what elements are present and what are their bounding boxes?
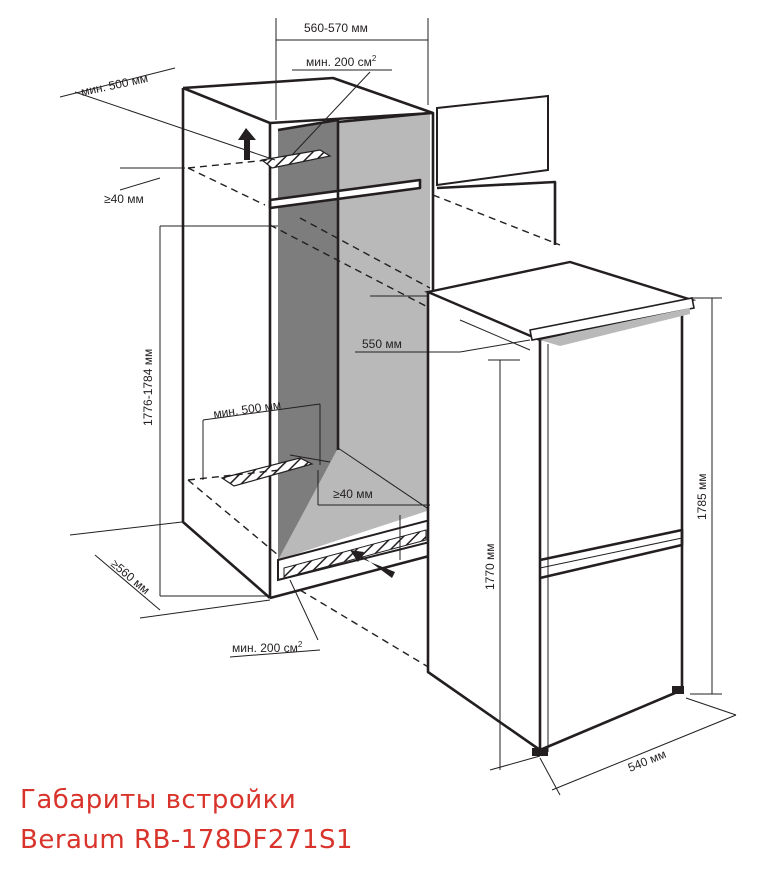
airflow-up-arrow-icon: [238, 128, 256, 160]
niche-width-label: 560-570 мм: [304, 21, 368, 35]
niche-depth-label: ≥560 мм: [108, 557, 153, 598]
fridge-height-inner-label: 1770 мм: [483, 543, 497, 590]
niche-door: [436, 94, 557, 245]
mid-depth-label: мин. 500 мм: [212, 398, 281, 421]
mid-vent: [220, 454, 331, 487]
dimension-lines: [59, 18, 737, 796]
top-vent-area-label: мин. 200 см2: [306, 54, 377, 69]
niche-height-label: 1776-1784 мм: [141, 349, 155, 426]
niche-cabinet: [181, 76, 435, 600]
bottom-vent-area-label: мин. 200 см2: [232, 640, 303, 655]
fridge-depth-label: 550 мм: [362, 337, 402, 351]
bottom-gap-label: ≥40 мм: [333, 487, 373, 501]
airflow-in-arrow-icon: [350, 550, 395, 578]
caption-model: Beraum RB-178DF271S1: [20, 825, 354, 855]
top-gap-label: ≥40 мм: [104, 192, 144, 206]
fridge-height-total-label: 1785 мм: [695, 473, 709, 520]
top-vent: [238, 128, 332, 169]
refrigerator: [424, 260, 697, 756]
caption-title: Габариты встройки: [20, 785, 297, 815]
top-depth-label: мин. 500 мм: [80, 71, 150, 99]
